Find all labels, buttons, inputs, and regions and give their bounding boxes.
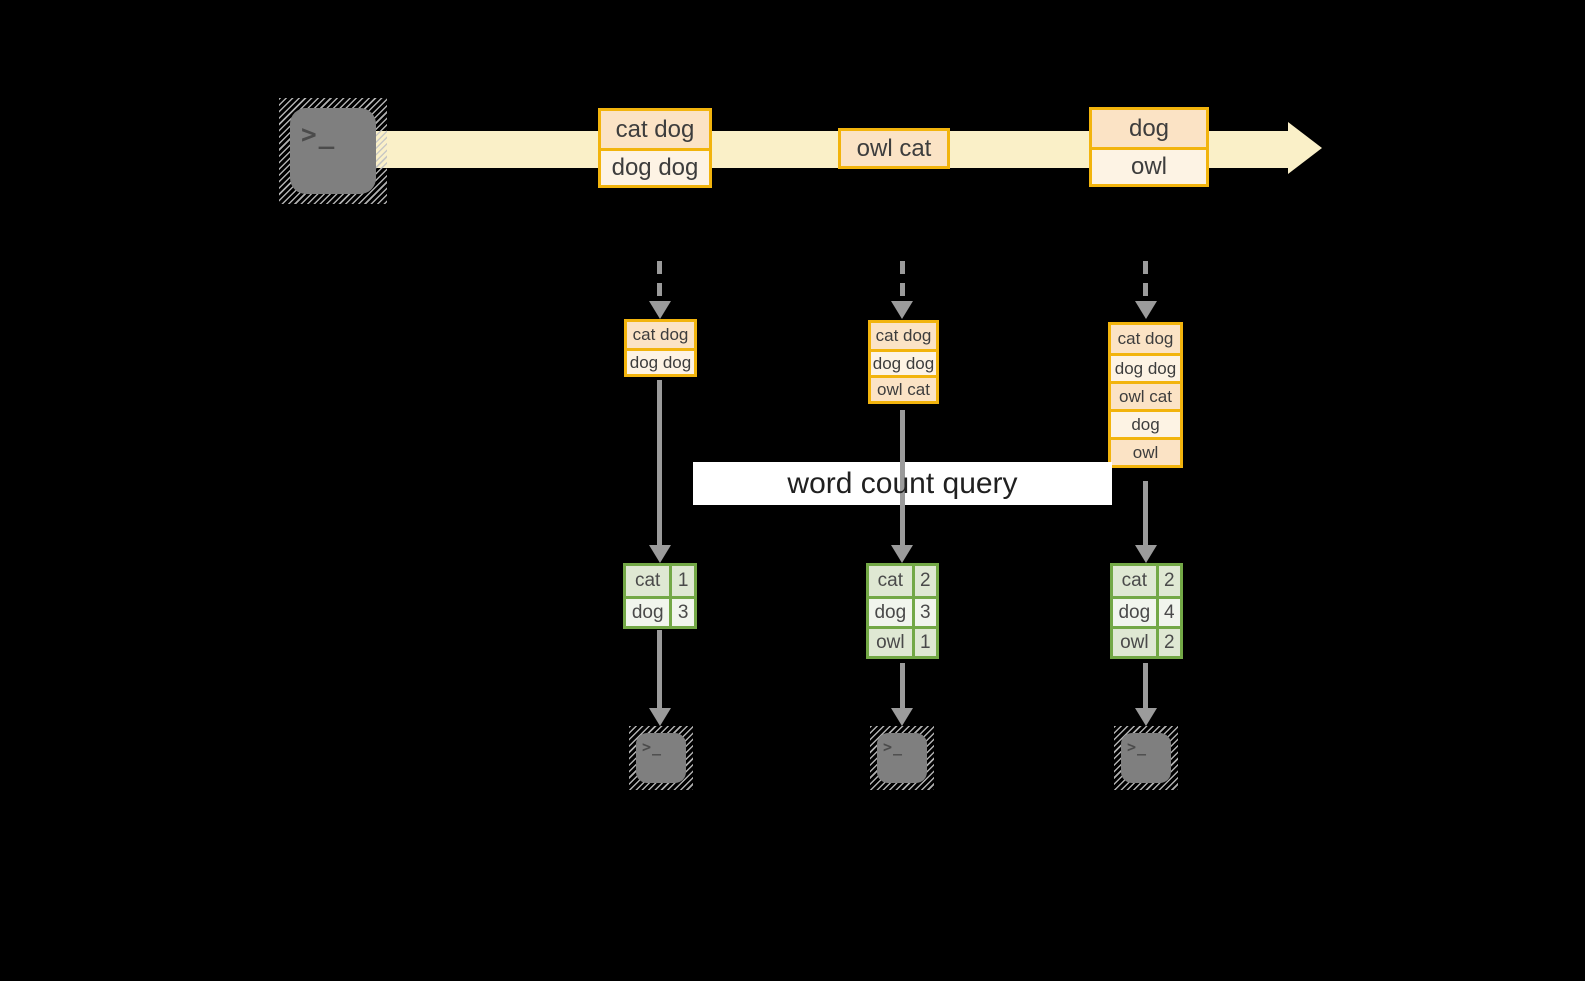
count-row: dog 4 bbox=[1113, 596, 1180, 626]
count-table-3: cat 2 dog 4 owl 2 bbox=[1110, 563, 1183, 659]
stream-event-group-3: dog owl bbox=[1089, 107, 1209, 187]
count-table-1: cat 1 dog 3 bbox=[623, 563, 697, 629]
stream-arrowhead-icon bbox=[1288, 122, 1322, 174]
connector-line bbox=[900, 663, 905, 708]
count-cell: 2 bbox=[1155, 629, 1180, 656]
buffer-row: owl cat bbox=[871, 375, 936, 401]
word-cell: dog bbox=[626, 599, 670, 626]
connector-arrowhead-icon bbox=[891, 545, 913, 563]
dashed-arrow-line bbox=[900, 261, 905, 301]
buffer-row: dog bbox=[1111, 409, 1180, 437]
dashed-arrowhead-icon bbox=[1135, 301, 1157, 319]
connector-line bbox=[657, 630, 662, 708]
connector-arrowhead-icon bbox=[649, 708, 671, 726]
dashed-arrowhead-icon bbox=[649, 301, 671, 319]
terminal-sink-icon: >_ bbox=[870, 726, 934, 790]
buffer-row: cat dog bbox=[1111, 325, 1180, 353]
terminal-source-icon: >_ bbox=[279, 98, 387, 204]
terminal-prompt-glyph: >_ bbox=[301, 120, 337, 150]
event-buffer-1: cat dog dog dog bbox=[624, 319, 697, 377]
word-cell: owl bbox=[869, 629, 912, 656]
stream-event-group-2: owl cat bbox=[838, 128, 950, 169]
count-row: cat 2 bbox=[869, 566, 936, 596]
stream-event: owl bbox=[1092, 147, 1206, 184]
terminal-prompt-glyph: >_ bbox=[883, 738, 904, 756]
dashed-arrow-line bbox=[1143, 261, 1148, 301]
connector-arrowhead-icon bbox=[1135, 545, 1157, 563]
count-row: owl 2 bbox=[1113, 626, 1180, 656]
count-cell: 1 bbox=[911, 629, 936, 656]
stream-event: dog bbox=[1092, 110, 1206, 147]
event-buffer-2: cat dog dog dog owl cat bbox=[868, 320, 939, 404]
count-cell: 1 bbox=[669, 566, 694, 596]
buffer-row: cat dog bbox=[627, 322, 694, 348]
event-buffer-3: cat dog dog dog owl cat dog owl bbox=[1108, 322, 1183, 468]
stream-event-group-1: cat dog dog dog bbox=[598, 108, 712, 188]
stream-event: dog dog bbox=[601, 148, 709, 185]
dashed-arrowhead-icon bbox=[891, 301, 913, 319]
buffer-row: owl bbox=[1111, 437, 1180, 465]
count-row: dog 3 bbox=[626, 596, 694, 626]
word-cell: dog bbox=[869, 599, 912, 626]
connector-line bbox=[900, 410, 905, 545]
count-cell: 3 bbox=[911, 599, 936, 626]
connector-arrowhead-icon bbox=[649, 545, 671, 563]
stream-event: cat dog bbox=[601, 111, 709, 148]
stream-event: owl cat bbox=[841, 131, 947, 166]
dashed-arrow-line bbox=[657, 261, 662, 301]
count-row: dog 3 bbox=[869, 596, 936, 626]
count-row: cat 1 bbox=[626, 566, 694, 596]
word-cell: cat bbox=[1113, 566, 1156, 596]
buffer-row: owl cat bbox=[1111, 381, 1180, 409]
terminal-sink-icon: >_ bbox=[1114, 726, 1178, 790]
count-cell: 3 bbox=[669, 599, 694, 626]
query-banner-label: word count query bbox=[787, 466, 1018, 500]
buffer-row: dog dog bbox=[1111, 353, 1180, 381]
terminal-prompt-glyph: >_ bbox=[1127, 738, 1148, 756]
terminal-sink-icon: >_ bbox=[629, 726, 693, 790]
count-row: owl 1 bbox=[869, 626, 936, 656]
terminal-screen bbox=[877, 733, 927, 783]
connector-arrowhead-icon bbox=[1135, 708, 1157, 726]
count-cell: 2 bbox=[1155, 566, 1180, 596]
terminal-screen bbox=[290, 108, 376, 194]
terminal-screen bbox=[636, 733, 686, 783]
terminal-screen bbox=[1121, 733, 1171, 783]
count-row: cat 2 bbox=[1113, 566, 1180, 596]
terminal-prompt-glyph: >_ bbox=[642, 738, 663, 756]
count-cell: 4 bbox=[1155, 599, 1180, 626]
connector-line bbox=[1143, 481, 1148, 545]
buffer-row: dog dog bbox=[627, 348, 694, 374]
connector-arrowhead-icon bbox=[891, 708, 913, 726]
count-cell: 2 bbox=[911, 566, 936, 596]
word-cell: cat bbox=[626, 566, 670, 596]
word-cell: owl bbox=[1113, 629, 1156, 656]
word-cell: cat bbox=[869, 566, 912, 596]
buffer-row: cat dog bbox=[871, 323, 936, 349]
connector-line bbox=[657, 380, 662, 545]
connector-line bbox=[1143, 663, 1148, 708]
buffer-row: dog dog bbox=[871, 349, 936, 375]
word-cell: dog bbox=[1113, 599, 1156, 626]
count-table-2: cat 2 dog 3 owl 1 bbox=[866, 563, 939, 659]
